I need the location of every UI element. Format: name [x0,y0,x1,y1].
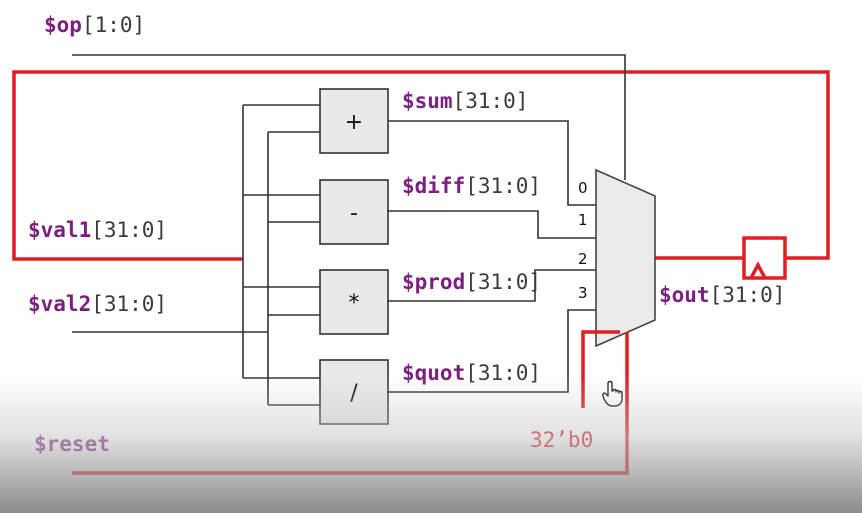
diff-wire [388,210,596,239]
reset-value-label: 32’b0 [530,428,593,452]
reset-label: $reset [34,432,110,456]
mux-input-0: 0 [578,179,588,197]
multiply-operator: * [349,291,360,316]
flip-flop-icon [742,236,787,280]
sum-label: $sum[31:0] [402,89,528,113]
mux-input-1: 1 [578,211,588,229]
add-operator: + [345,110,363,135]
val1-label: $val1[31:0] [28,218,167,242]
prod-label: $prod[31:0] [402,270,541,294]
multiply-block: * [319,269,389,335]
feedback-loop [12,70,830,261]
mux: 0 1 2 3 [578,168,656,348]
subtract-block: - [319,179,389,245]
quot-label: $quot[31:0] [402,361,541,385]
mux-input-3: 3 [578,284,588,302]
op-wire [72,54,626,180]
sum-wire [388,120,596,206]
subtract-operator: - [350,201,358,226]
hand-pointer-icon [602,380,623,407]
op-label: $op[1:0] [44,13,145,37]
val2-label: $val2[31:0] [28,292,167,316]
divide-operator: / [350,381,358,406]
prod-wire [388,269,596,302]
divide-block: / [319,359,389,425]
add-block: + [319,88,389,154]
out-label: $out[31:0] [659,283,785,307]
mux-input-2: 2 [578,250,588,268]
diff-label: $diff[31:0] [402,174,541,198]
val2-bus [72,131,320,406]
val1-bus [242,104,320,379]
